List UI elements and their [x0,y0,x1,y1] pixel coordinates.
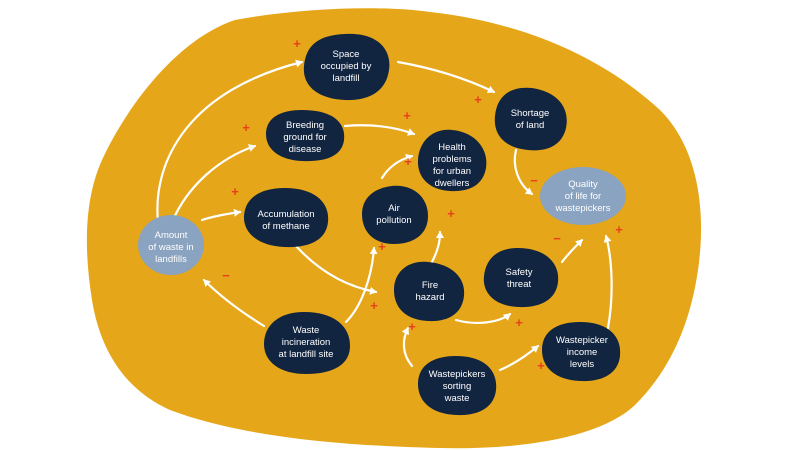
node-wastepicker-income-line-3: levels [570,359,595,370]
arrow-incineration-to-amount [202,278,266,328]
node-breeding-ground-line-2: ground for [283,132,326,143]
sign-breeding: + [242,120,250,135]
node-health-problems-line-1: Health [438,142,465,153]
sign-safety: + [515,315,523,330]
node-accumulation-methane-line-2: of methane [262,221,310,232]
node-wastepicker-income-line-1: Wastepicker [556,335,608,346]
arrow-amount-to-breeding [170,144,257,224]
node-space-occupied-line-1: Space [333,49,360,60]
sign-quality-safety: − [553,231,561,246]
sign-amount: − [222,268,230,283]
node-wastepickers-sorting-line-3: waste [444,393,470,404]
node-health-problems-line-4: dwellers [435,178,470,189]
sign-health-breeding: + [403,108,411,123]
node-accumulation-methane-line-1: Accumulation [257,209,314,220]
sign-air-fire: + [447,206,455,221]
arrow-breeding-to-health [343,124,416,136]
sign-fire-methane: + [370,298,378,313]
arrow-methane-to-fire [294,244,378,295]
arrow-incineration-to-air [344,246,378,324]
arrow-amount-to-space [156,59,304,224]
node-breeding-ground-line-3: disease [289,144,322,155]
arrow-shortage-to-quality [513,148,534,196]
node-breeding-ground-line-1: Breeding [286,120,324,131]
node-quality-of-life-line-3: wastepickers [555,203,611,214]
node-quality-of-life-line-1: Quality [568,179,598,190]
sign-fire-sorting: + [408,319,416,334]
node-safety-threat-line-2: threat [507,279,532,290]
sign-space: + [293,36,301,51]
arrows [156,59,613,372]
node-safety-threat-line-1: Safety [506,267,533,278]
arrow-sorting-to-income [498,344,540,372]
sign-health-air: + [404,154,412,169]
sign-shortage: + [474,92,482,107]
node-wastepickers-sorting-line-2: sorting [443,381,472,392]
arrow-sorting-to-fire [401,326,414,368]
node-amount-waste-line-2: of waste in [148,242,193,253]
node-amount-waste-line-3: landfills [155,254,187,265]
arrow-fire-to-safety [454,312,512,324]
sign-income: + [537,358,545,373]
node-wastepicker-income-line-2: income [567,347,598,358]
node-health-problems-line-2: problems [432,154,471,165]
node-shortage-land-line-2: of land [516,120,545,131]
node-fire-hazard-line-1: Fire [422,280,438,291]
node-air-pollution-line-2: pollution [376,215,411,226]
node-waste-incineration-line-3: at landfill site [279,349,334,360]
node-wastepickers-sorting-line-1: Wastepickers [429,369,486,380]
sign-air-incineration: + [378,239,386,254]
node-amount-waste-line-1: Amount [155,230,188,241]
arrow-safety-to-quality [560,238,584,264]
node-fire-hazard-line-2: hazard [415,292,444,303]
arrow-income-to-quality [603,234,613,330]
node-air-pollution-line-1: Air [388,203,400,214]
polarity-signs: + + + + + + − − + + + + + + + − [222,36,623,373]
sign-quality-shortage: − [530,173,538,188]
node-waste-incineration-line-2: incineration [282,337,331,348]
arrow-air-to-health [380,153,414,180]
sign-methane: + [231,184,239,199]
arrow-amount-to-methane [200,208,242,222]
node-waste-incineration-line-1: Waste [293,325,320,336]
node-space-occupied-line-2: occupied by [321,61,372,72]
arrow-space-to-shortage [396,60,496,94]
node-quality-of-life-line-2: of life for [565,191,601,202]
sign-quality-income: + [615,222,623,237]
node-health-problems-line-3: for urban [433,166,471,177]
node-space-occupied-line-3: landfill [333,73,360,84]
node-shortage-land-line-1: Shortage [511,108,550,119]
arrow-fire-to-air [430,230,444,264]
